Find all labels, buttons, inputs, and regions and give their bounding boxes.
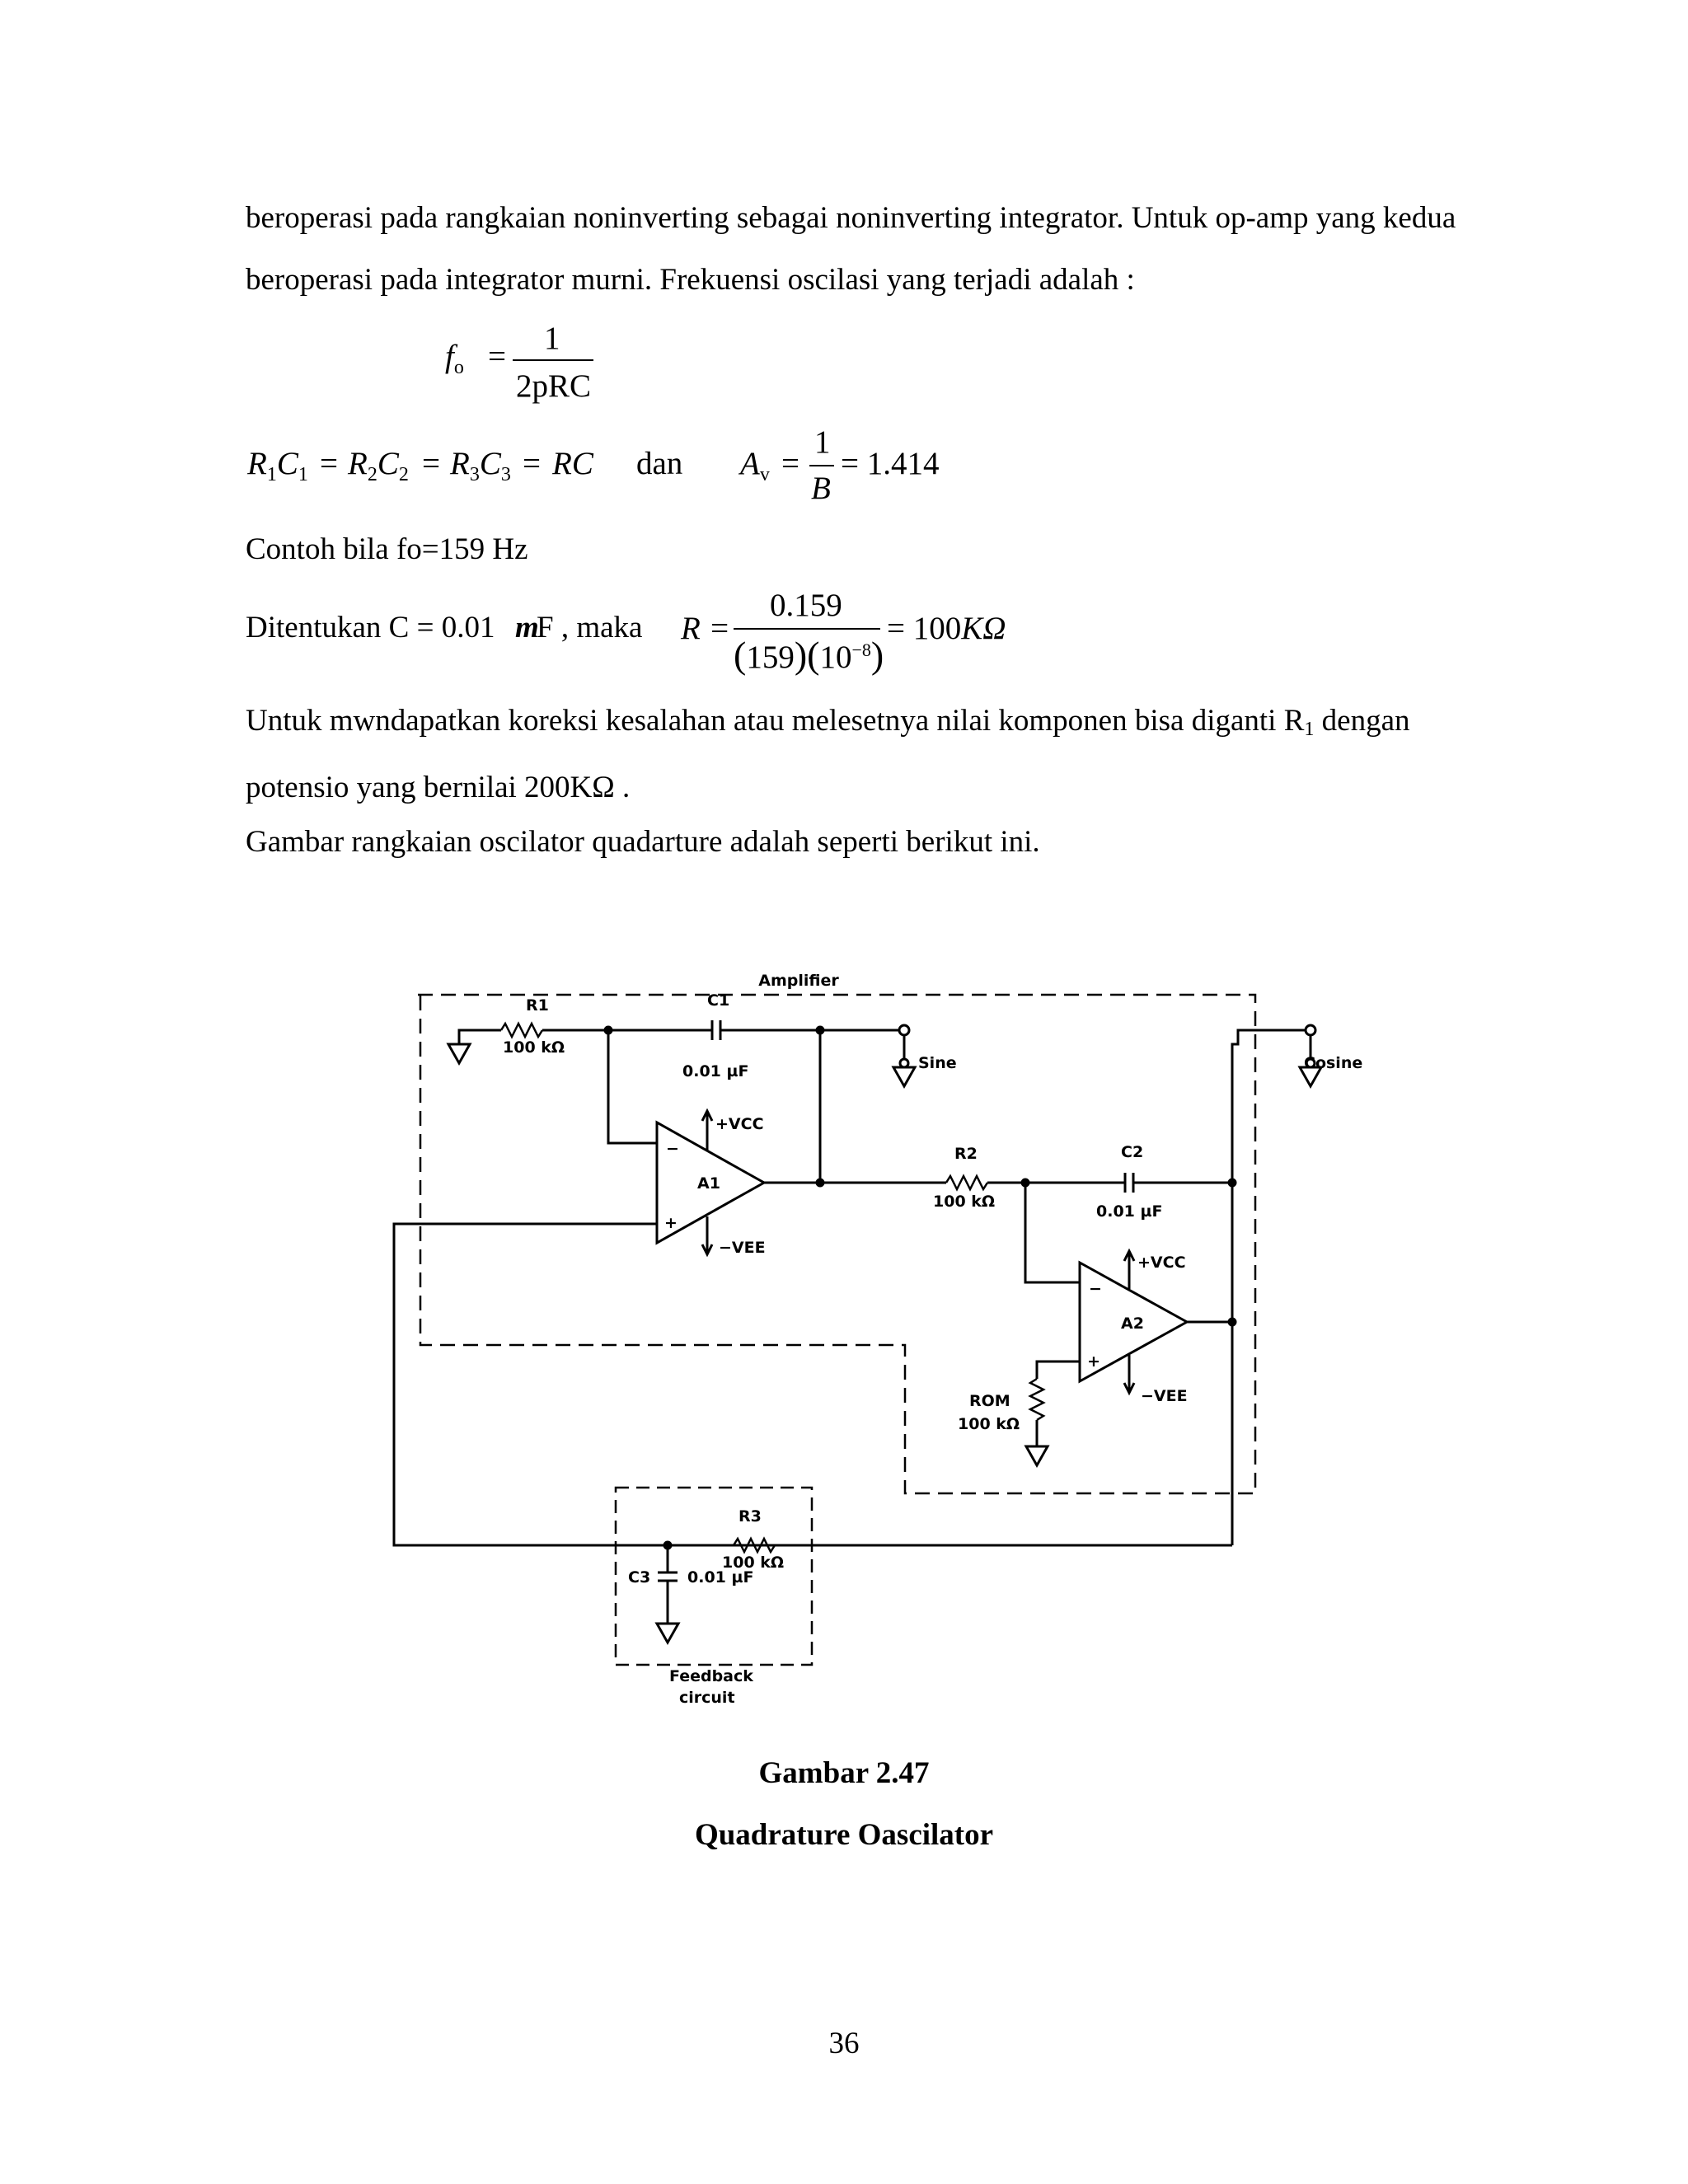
a1-label: A1 [697, 1174, 720, 1193]
r3-resistor [732, 1536, 776, 1554]
fo-numerator: 1 [544, 321, 560, 356]
amplifier-boundary [418, 993, 1257, 1495]
r1-value: 100 kΩ [503, 1038, 565, 1057]
formula-dan: dan [636, 446, 683, 481]
formula-r3c3: R3C3 [450, 446, 511, 485]
c3-value: 0.01 µF [687, 1568, 753, 1586]
formula-r1c1: R1C1 [247, 446, 308, 485]
a2-vee-label: −VEE [1141, 1387, 1188, 1405]
ground-icon [446, 1043, 472, 1066]
given-unit-m: m [515, 611, 539, 644]
fo-symbol: fo [445, 339, 464, 378]
amplifier-label: Amplifier [758, 972, 839, 990]
c2-label: C2 [1121, 1143, 1143, 1161]
c3-label: C3 [628, 1568, 650, 1586]
a2-minus: − [1089, 1280, 1102, 1298]
fo-denominator: 2pRC [516, 368, 592, 404]
formula-r2c2: R2C2 [348, 446, 409, 485]
feedback-label: circuit [679, 1689, 735, 1707]
example-line: Contoh bila fo=159 Hz [246, 532, 528, 566]
sine-label: Sine [918, 1054, 957, 1072]
c1-label: C1 [707, 991, 729, 1010]
ground-icon [1024, 1445, 1050, 1469]
formula-eq: = [781, 446, 799, 481]
formula-eq: = [422, 446, 440, 481]
given-unit-f: F , maka [537, 611, 643, 644]
fo-fraction-bar [513, 359, 593, 361]
feedback-boundary [614, 1486, 814, 1666]
a1-minus: − [666, 1140, 679, 1158]
a2-opamp [1078, 1260, 1190, 1384]
given-prefix: Ditentukan C = 0.01 [246, 611, 495, 644]
ground-icon [654, 1622, 681, 1646]
c2-value: 0.01 µF [1096, 1202, 1162, 1221]
r-result: = 100KΩ [887, 611, 1006, 646]
r-numerator: 0.159 [770, 588, 842, 623]
fo-equals: = [488, 339, 506, 374]
rom-resistor [1028, 1377, 1046, 1422]
formula-eq: = [523, 446, 541, 481]
page-number: 36 [828, 2027, 860, 2060]
formula-av: Av [740, 446, 770, 485]
a1-opamp [655, 1120, 767, 1245]
r2-resistor [945, 1174, 989, 1192]
cosine-label: Cosine [1304, 1054, 1362, 1072]
r-lhs: R = [681, 611, 730, 646]
c1-capacitor [710, 1020, 722, 1040]
r3-value: 100 kΩ [722, 1554, 784, 1572]
a1-vcc-label: +VCC [715, 1115, 764, 1133]
a2-plus: + [1087, 1352, 1100, 1371]
correction-line: Untuk mwndapatkan koreksi kesalahan atau… [246, 704, 1410, 740]
a2-vcc-label: +VCC [1137, 1254, 1186, 1272]
c2-capacitor [1123, 1173, 1135, 1193]
av-denominator: B [811, 471, 831, 506]
figure-number: Gambar 2.47 [758, 1756, 930, 1790]
ground-icon [1297, 1066, 1324, 1090]
r-denominator: (159)(10−8) [734, 634, 884, 676]
formula-eq: = [320, 446, 338, 481]
body-text-line: beroperasi pada integrator murni. Frekue… [246, 263, 1135, 297]
r2-label: R2 [954, 1145, 978, 1163]
av-numerator: 1 [814, 424, 831, 460]
av-fraction-bar [809, 465, 834, 466]
feedback-label: Feedback [669, 1667, 753, 1685]
r1-resistor [499, 1021, 544, 1039]
c1-value: 0.01 µF [682, 1062, 748, 1080]
a1-vee-label: −VEE [719, 1239, 766, 1257]
r2-value: 100 kΩ [933, 1193, 995, 1211]
ground-icon [891, 1066, 917, 1090]
correction-line: potensio yang bernilai 200KΩ . [246, 771, 631, 804]
a2-label: A2 [1121, 1315, 1144, 1333]
r1-label: R1 [526, 996, 549, 1015]
r3-label: R3 [738, 1507, 762, 1526]
correction-line: Gambar rangkaian oscilator quadarture ad… [246, 825, 1040, 859]
rom-label: ROM [969, 1392, 1010, 1410]
a1-plus: + [664, 1214, 678, 1232]
rom-value: 100 kΩ [958, 1415, 1020, 1433]
figure-title: Quadrature Oascilator [694, 1818, 994, 1852]
formula-rc-rhs: RC [552, 446, 593, 481]
r-fraction-bar [734, 628, 880, 630]
c3-capacitor [658, 1571, 678, 1582]
body-text-line: beroperasi pada rangkaian noninverting s… [246, 201, 1456, 235]
quadrature-oscillator-schematic: Amplifier R1 100 kΩ C1 0.01 µF Sine Cosi… [392, 972, 1362, 1707]
av-result: = 1.414 [841, 446, 940, 481]
